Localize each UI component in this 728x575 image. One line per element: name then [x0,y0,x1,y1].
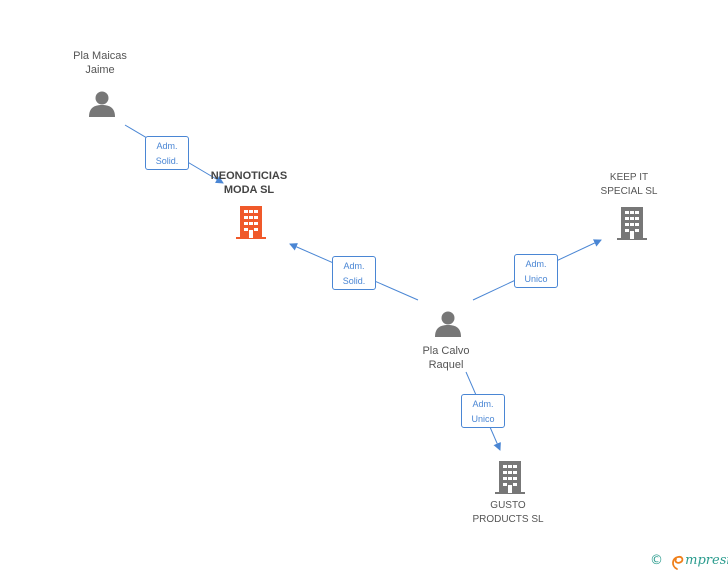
edge-label-pla-calvo-keep-it[interactable]: Adm. Unico [514,254,558,288]
node-label-pla-calvo[interactable]: Pla Calvo Raquel [422,344,469,372]
node-label-line: MODA SL [223,184,275,196]
node-label-pla-maicas[interactable]: Pla Maicas Jaime [73,49,127,77]
node-label-line: Pla Maicas [73,50,127,62]
node-label-line: KEEP IT [609,172,649,183]
footer-brand: © empresia [650,553,728,568]
copyright-symbol: © [650,553,663,568]
edge-label-pla-calvo-gusto[interactable]: Adm. Unico [461,394,505,428]
edge-label-line: Solid. [155,156,179,166]
node-label-line: Raquel [428,359,464,371]
node-label-keep-it[interactable]: KEEP IT SPECIAL SL [601,171,658,199]
person-icon[interactable] [435,311,461,338]
node-label-line: Pla Calvo [422,345,470,357]
brand-name: mpresia [685,553,728,568]
building-icon[interactable] [236,206,266,239]
node-label-gusto[interactable]: GUSTO PRODUCTS SL [472,499,543,527]
edge-label-line: Unico [471,414,495,424]
node-label-line: NEONOTICIAS [210,170,288,182]
person-icon[interactable] [89,91,115,118]
node-label-neonoticias[interactable]: NEONOTICIAS MODA SL [211,169,287,197]
empresia-logo-icon [672,555,684,570]
node-label-line: GUSTO [490,500,526,511]
edge-label-line: Unico [524,274,548,284]
node-label-line: PRODUCTS SL [472,514,544,525]
edge-label-line: Adm. [343,261,365,271]
node-label-line: Jaime [85,64,115,76]
edge-label-line: Adm. [472,399,494,409]
building-icon[interactable] [617,207,647,240]
node-label-line: SPECIAL SL [600,186,658,197]
edge-label-pla-maicas-neonoticias[interactable]: Adm. Solid. [145,136,189,170]
edge-label-line: Adm. [156,141,178,151]
edge-label-line: Solid. [342,276,366,286]
building-icon[interactable] [495,461,525,494]
edge-label-pla-calvo-neonoticias[interactable]: Adm. Solid. [332,256,376,290]
edge-label-line: Adm. [525,259,547,269]
